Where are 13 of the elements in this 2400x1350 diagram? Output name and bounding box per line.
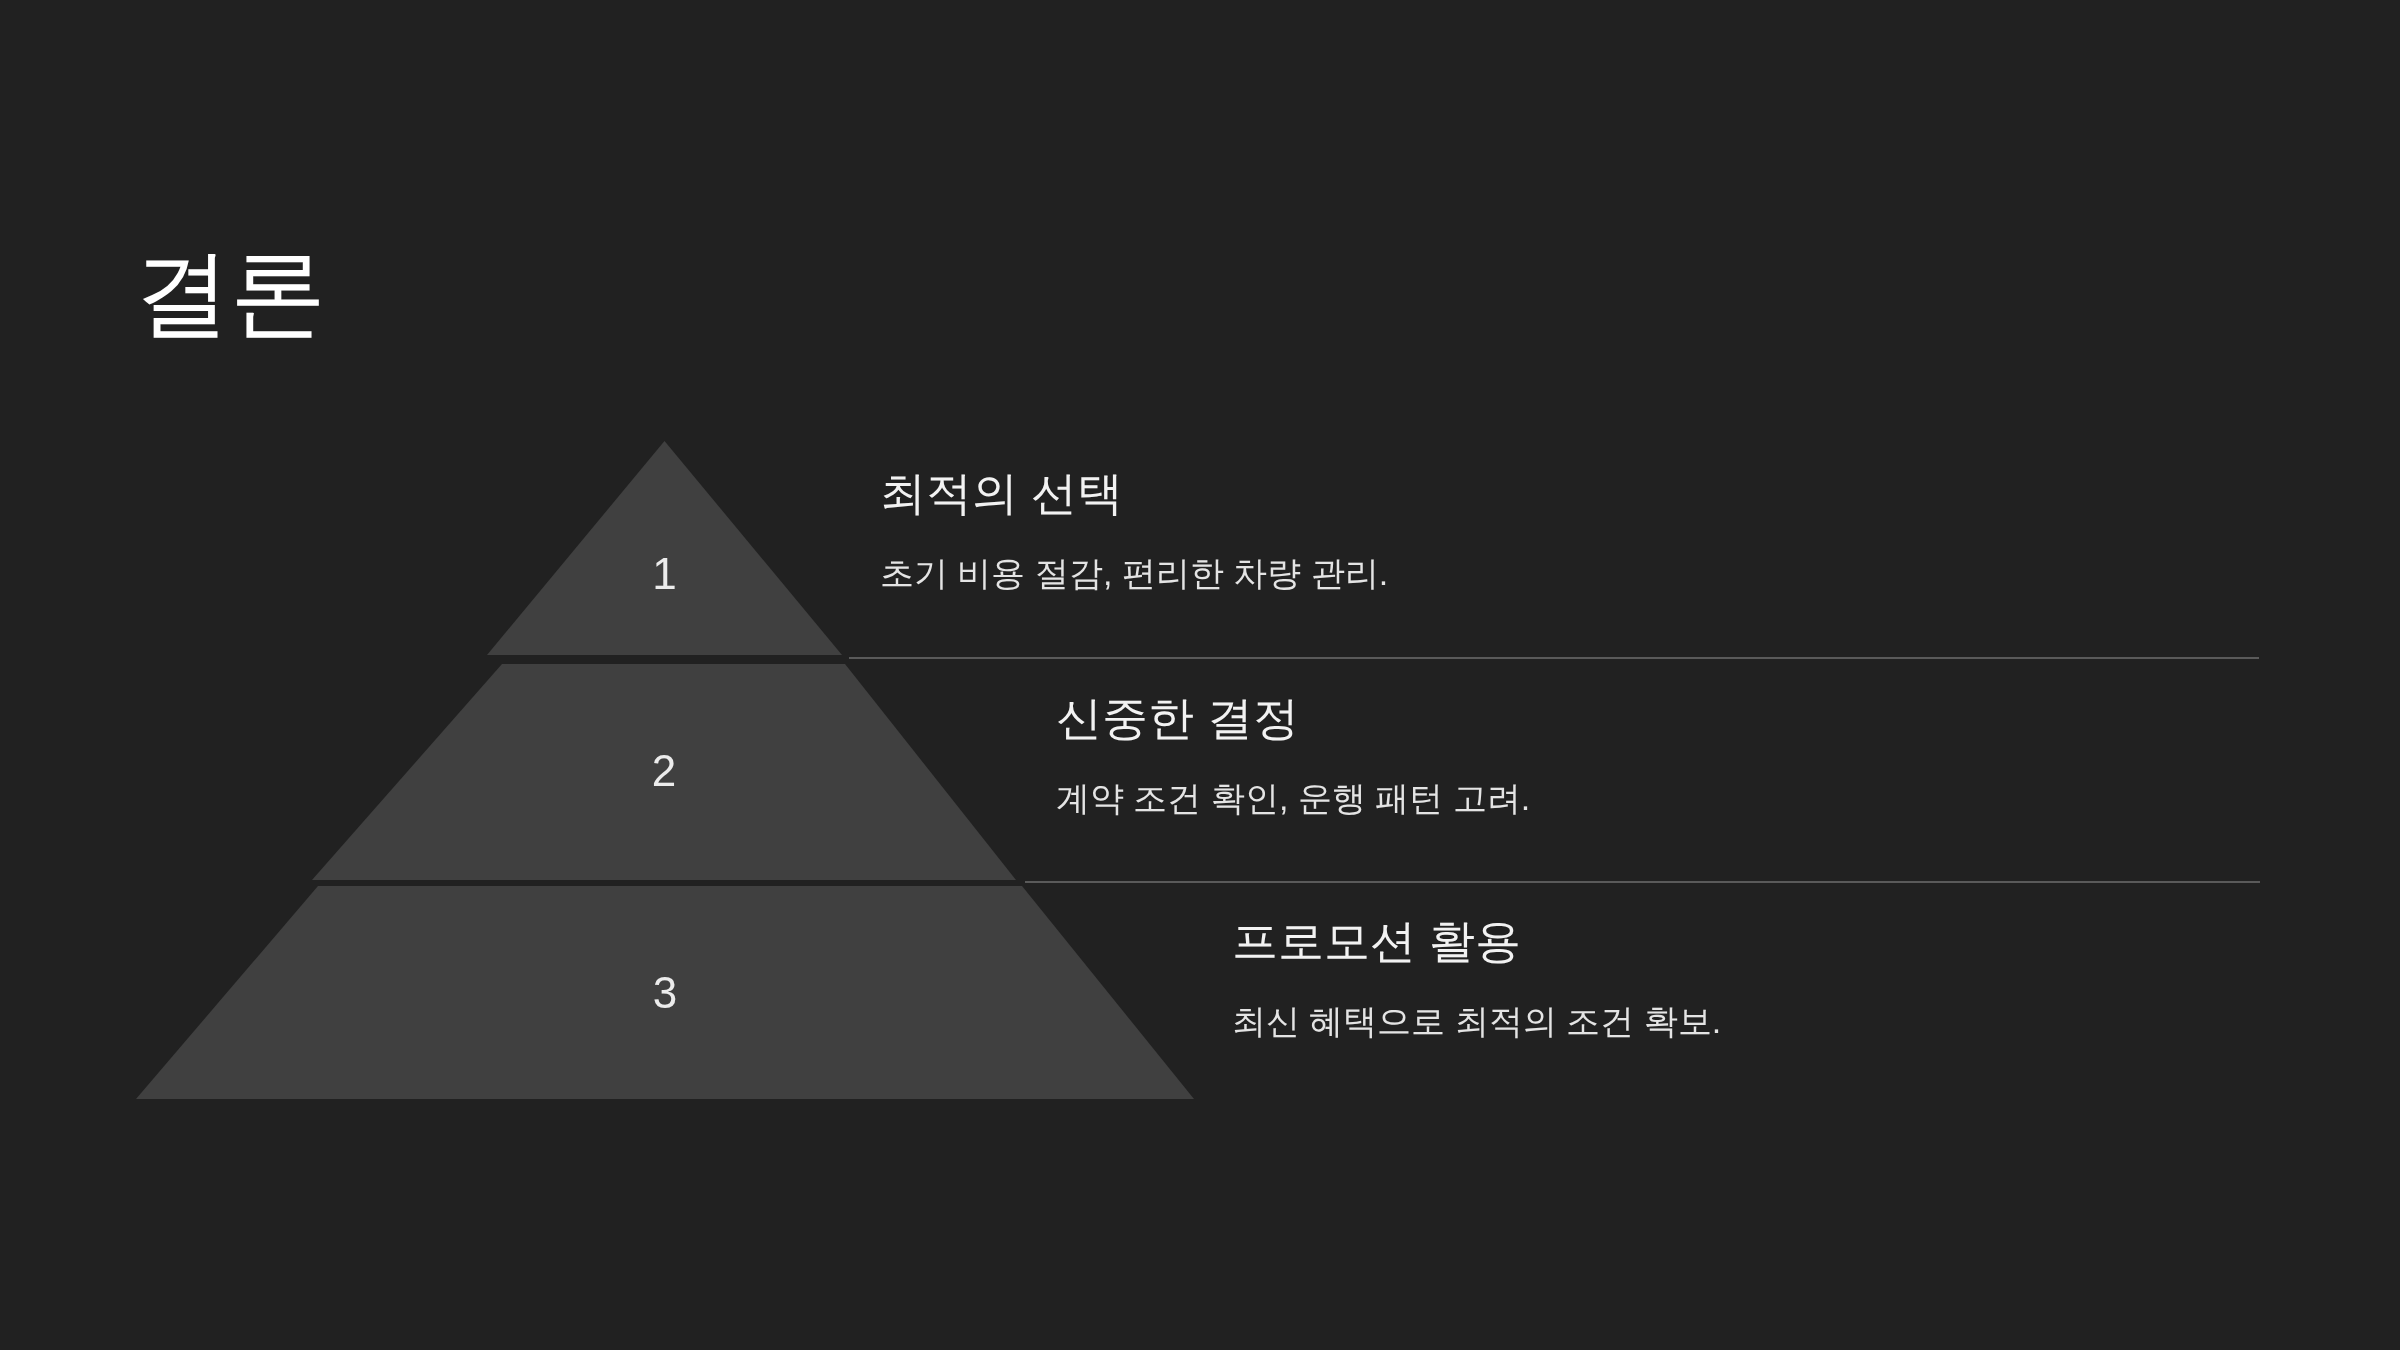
- tier-heading: 신중한 결정: [1056, 695, 1299, 741]
- tier-number: 3: [652, 971, 678, 1015]
- slide-title: 결론: [134, 245, 326, 341]
- pyramid-tier: [487, 441, 842, 655]
- pyramid-tier: [136, 886, 1194, 1099]
- tier-heading: 최적의 선택: [880, 470, 1123, 516]
- tier-description: 초기 비용 절감, 편리한 차량 관리.: [880, 556, 1389, 590]
- tier-description: 최신 혜택으로 최적의 조건 확보.: [1232, 1004, 1722, 1038]
- tier-heading: 프로모션 활용: [1232, 918, 1521, 964]
- pyramid-tier: [312, 664, 1016, 880]
- tier-number: 2: [651, 749, 677, 793]
- tier-description: 계약 조건 확인, 운행 패턴 고려.: [1056, 781, 1531, 815]
- tier-number: 1: [652, 552, 677, 596]
